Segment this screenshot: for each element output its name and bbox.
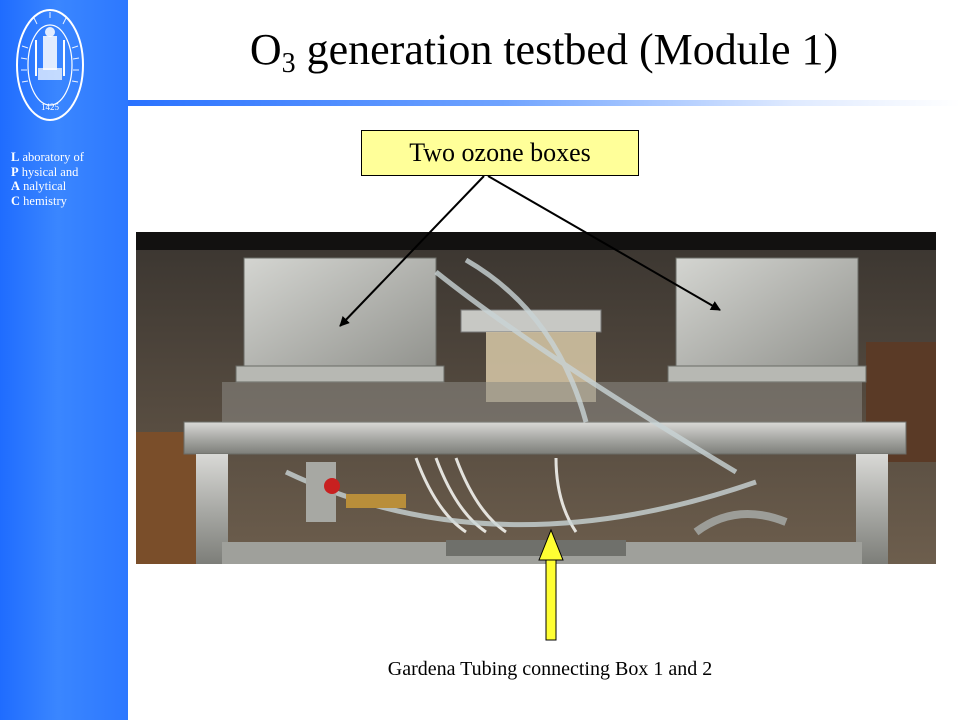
lab-name: L aboratory of P hysical and A nalytical… <box>11 150 126 208</box>
lab-line: P hysical and <box>11 164 79 179</box>
testbed-photo <box>136 232 936 564</box>
slide-title: O3 generation testbed (Module 1) <box>249 25 839 79</box>
lab-line: C hemistry <box>11 193 67 208</box>
ozone-boxes-callout: Two ozone boxes <box>361 130 639 176</box>
tubing-caption: Gardena Tubing connecting Box 1 and 2 <box>387 658 713 680</box>
title-divider <box>128 100 960 106</box>
university-seal-icon: 1425 <box>16 9 84 121</box>
sidebar: 1425 L aboratory of P hysical and A naly… <box>0 0 128 720</box>
lab-line: L aboratory of <box>11 150 84 164</box>
lab-line: A nalytical <box>11 179 67 193</box>
seal-year: 1425 <box>41 102 60 112</box>
